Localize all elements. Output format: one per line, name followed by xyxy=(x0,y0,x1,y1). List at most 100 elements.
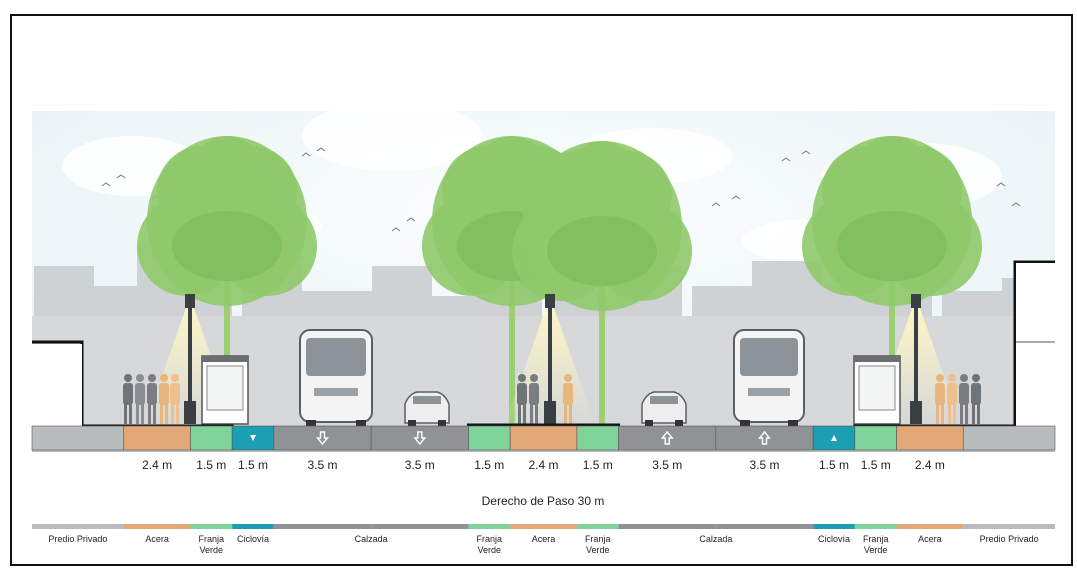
legend-swatch-franja-1 xyxy=(190,524,233,529)
legend-swatch-carril-1 xyxy=(273,524,372,529)
right-of-way-label: Derecho de Paso 30 m xyxy=(482,494,605,508)
legend-swatch-carril-4 xyxy=(715,524,814,529)
segment-carril-2 xyxy=(370,425,469,451)
arrow-down-icon xyxy=(316,431,329,446)
pedestrian xyxy=(563,374,573,424)
car-right xyxy=(641,391,687,426)
legend-bar xyxy=(32,524,1055,529)
building-left xyxy=(32,344,82,426)
person-leg xyxy=(936,404,939,424)
person-body xyxy=(123,383,133,405)
bus-shelter-panel xyxy=(206,365,244,411)
foliage xyxy=(857,136,927,206)
person-leg xyxy=(136,404,139,424)
segment-strip xyxy=(31,425,1056,451)
person-leg xyxy=(960,404,963,424)
person-leg xyxy=(160,404,163,424)
foliage xyxy=(477,136,547,206)
person-head xyxy=(518,374,526,382)
person-leg xyxy=(518,404,521,424)
pedestrian xyxy=(123,374,133,424)
person-leg xyxy=(965,404,968,424)
person-leg xyxy=(148,404,151,424)
person-body xyxy=(563,383,573,405)
segment-franja-3 xyxy=(576,425,619,451)
bus-shelter-panel xyxy=(858,365,896,411)
person-head xyxy=(160,374,168,382)
bus-grille xyxy=(748,388,790,396)
segment-franja-4 xyxy=(854,425,897,451)
arrow-up-icon xyxy=(660,430,674,445)
person-head xyxy=(124,374,132,382)
pedestrian xyxy=(135,374,145,424)
legend-swatch-franja-2 xyxy=(468,524,511,529)
trees-layer xyxy=(137,136,982,426)
dimension-acera-der: 2.4 m xyxy=(915,458,945,472)
foliage-shade xyxy=(172,211,282,281)
foliage xyxy=(192,136,262,206)
pedestrian xyxy=(971,374,981,424)
bus-wheel xyxy=(740,420,750,428)
lamp-head xyxy=(545,294,555,308)
bus-shelter-roof xyxy=(202,356,248,362)
person-leg xyxy=(948,404,951,424)
street-objects xyxy=(123,294,981,428)
person-leg xyxy=(535,404,538,424)
segment-acera-der xyxy=(896,425,964,451)
person-leg xyxy=(165,404,168,424)
dimension-franja-2: 1.5 m xyxy=(474,458,504,472)
legend-label-acera-der: Acera xyxy=(918,534,942,544)
tree-trunk xyxy=(509,261,515,426)
person-body xyxy=(170,383,180,405)
person-head xyxy=(948,374,956,382)
legend-label-predio-izq: Predio Privado xyxy=(48,534,107,544)
dimension-ciclovia-izq: 1.5 m xyxy=(238,458,268,472)
tree-trunk xyxy=(889,261,895,426)
lamp-pole xyxy=(188,306,192,424)
person-leg xyxy=(141,404,144,424)
bird xyxy=(101,182,111,187)
person-body xyxy=(147,383,157,405)
lamp-pole xyxy=(914,306,918,424)
dimension-carril-2: 3.5 m xyxy=(405,458,435,472)
pedestrian xyxy=(147,374,157,424)
person-body xyxy=(959,383,969,405)
tree-trunk xyxy=(599,266,605,426)
person-leg xyxy=(124,404,127,424)
bus-shelter-left xyxy=(201,355,249,425)
lamp-base xyxy=(184,401,196,424)
lamp-base xyxy=(910,401,922,424)
pedestrian xyxy=(947,374,957,424)
person-body xyxy=(135,383,145,405)
legend-label-acera-izq: Acera xyxy=(145,534,169,544)
segment-franja-2 xyxy=(468,425,511,451)
bird xyxy=(996,182,1006,187)
bus-grille xyxy=(314,388,358,396)
legend-swatch-acera-der xyxy=(896,524,964,529)
legend-label-ciclovia-izq: Ciclovía xyxy=(237,534,269,544)
legend-swatch-ciclovia-der xyxy=(813,524,855,529)
bird xyxy=(391,227,401,232)
cloud xyxy=(302,101,482,171)
bird xyxy=(1011,202,1021,207)
tree-center-b xyxy=(512,141,692,426)
legend-swatch-carril-2 xyxy=(371,524,469,529)
bus-left xyxy=(299,329,373,428)
person-head xyxy=(960,374,968,382)
pedestrian xyxy=(529,374,539,424)
bird xyxy=(316,147,326,152)
dimension-franja-1: 1.5 m xyxy=(196,458,226,472)
segment-carril-1 xyxy=(273,425,372,451)
bird xyxy=(301,152,311,157)
person-head xyxy=(936,374,944,382)
legend-swatch-carril-3 xyxy=(618,524,716,529)
foliage-shade xyxy=(837,211,947,281)
person-body xyxy=(159,383,169,405)
person-body xyxy=(935,383,945,405)
person-leg xyxy=(941,404,944,424)
bus-wheel xyxy=(356,420,366,428)
